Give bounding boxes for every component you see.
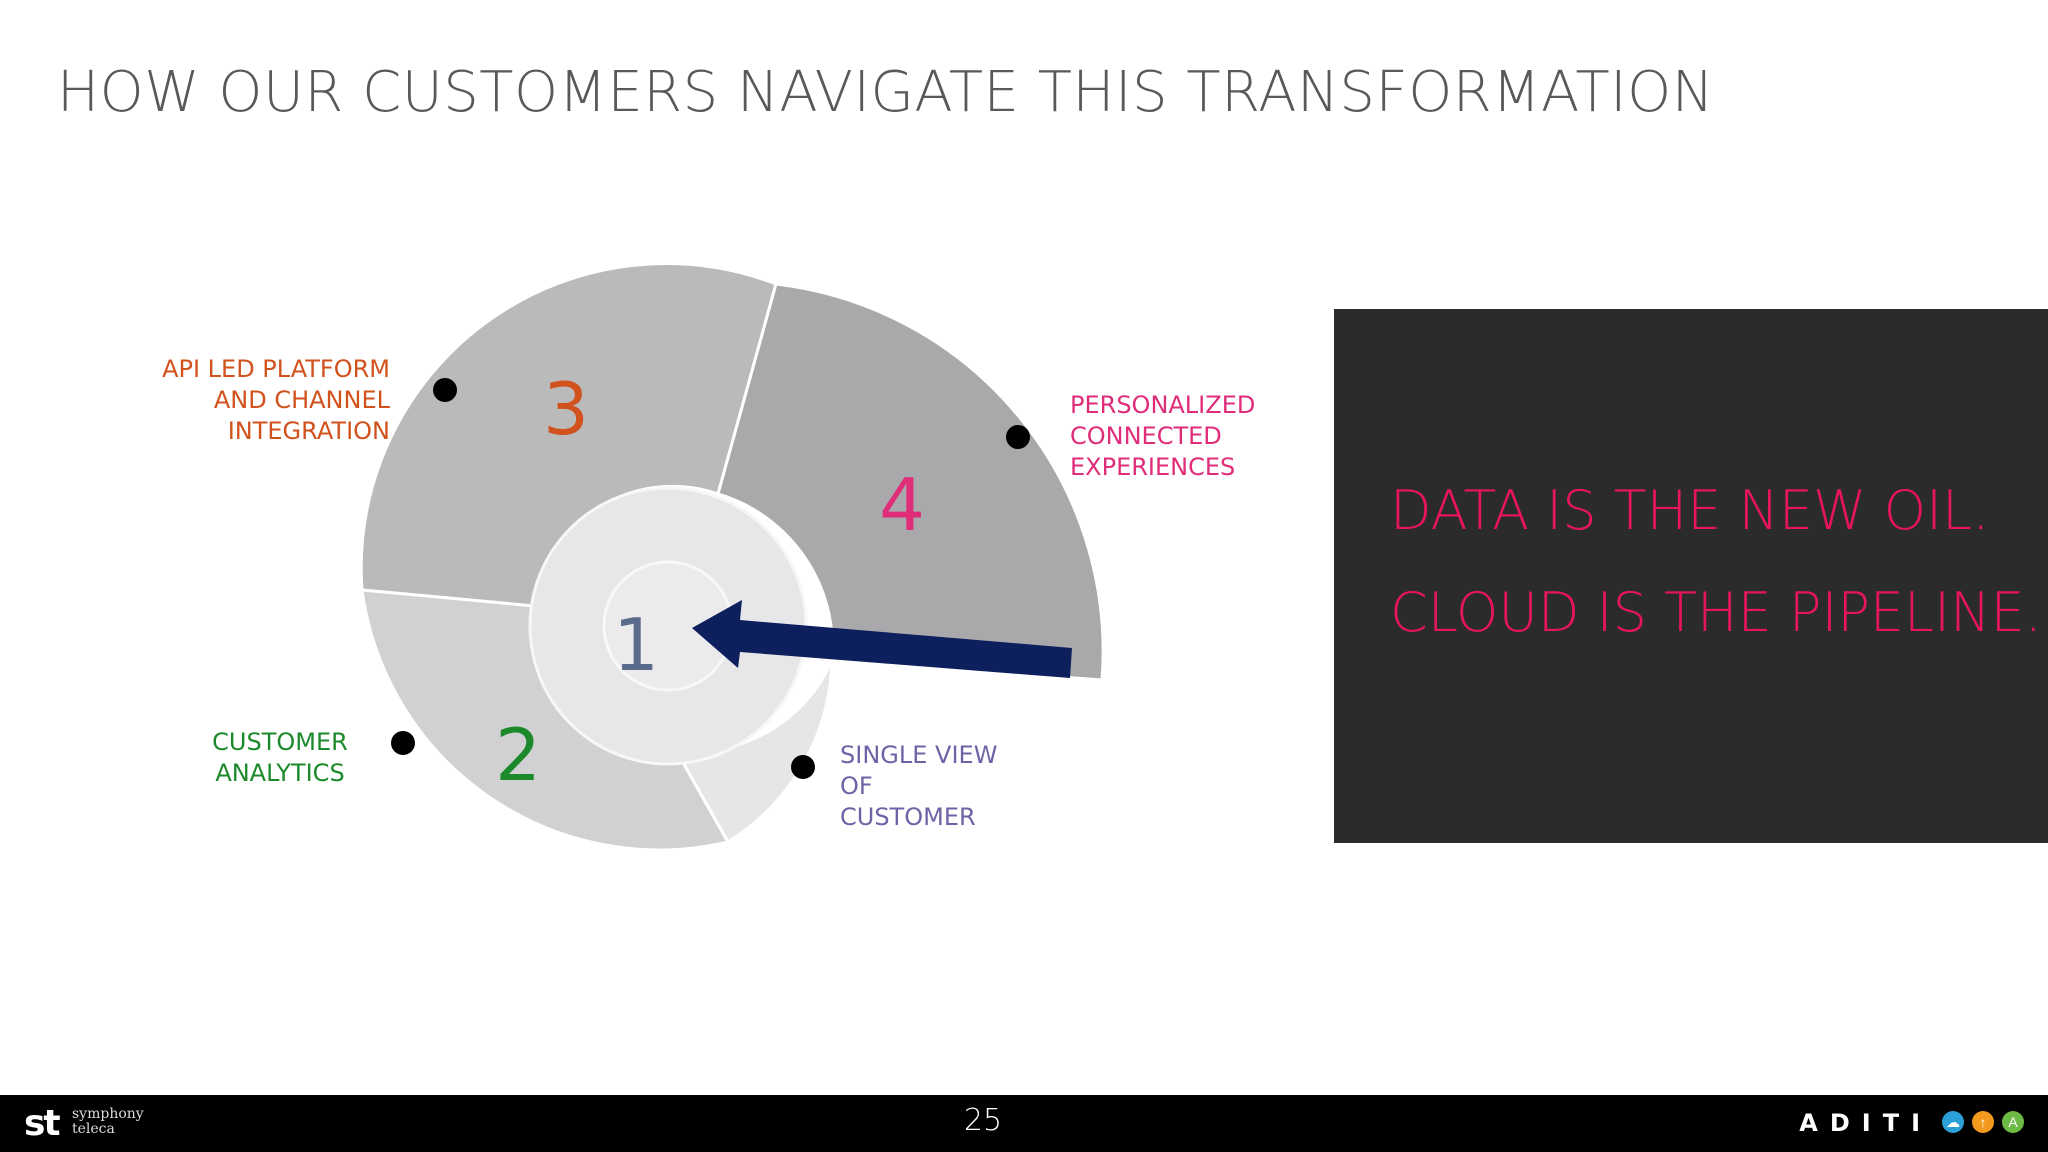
label-line: EXPERIENCES <box>1070 453 1236 481</box>
aditi-logo: ADITI ☁ ↑ A <box>1768 1107 2028 1141</box>
segment-1-number: 1 <box>613 603 659 687</box>
label-line: PERSONALIZED <box>1070 391 1256 419</box>
logo-name: symphony teleca <box>72 1107 144 1137</box>
segment-2-number: 2 <box>495 713 541 797</box>
logo-name-line: symphony <box>72 1106 144 1122</box>
label-line: INTEGRATION <box>227 417 390 445</box>
label-line: ANALYTICS <box>215 759 345 787</box>
label-line: SINGLE VIEW <box>840 741 998 769</box>
cloud-icon: ☁ <box>1942 1111 1964 1133</box>
callout-line-oil: DATA IS THE NEW OIL. <box>1390 479 1990 542</box>
footer-bar: st symphony teleca 25 ADITI ☁ ↑ A <box>0 1095 2048 1152</box>
slide-title: HOW OUR CUSTOMERS NAVIGATE THIS TRANSFOR… <box>57 60 1715 125</box>
android-icon: A <box>2002 1111 2024 1133</box>
segment-3-number: 3 <box>543 367 589 451</box>
arrow-shape <box>692 600 1072 678</box>
dot-segment-2 <box>391 731 415 755</box>
label-segment-4: PERSONALIZED CONNECTED EXPERIENCES <box>1070 390 1255 483</box>
segment-4-shape <box>716 282 1105 682</box>
dot-segment-4 <box>1006 425 1030 449</box>
upload-icon: ↑ <box>1972 1111 1994 1133</box>
label-segment-1: SINGLE VIEW OF CUSTOMER <box>840 740 997 833</box>
label-line: AND CHANNEL <box>213 386 390 414</box>
callout-line-pipeline: CLOUD IS THE PIPELINE. <box>1390 581 2042 644</box>
label-line: OF <box>840 772 873 800</box>
spiral-diagram: 3 4 2 1 <box>359 262 1105 852</box>
label-line: API LED PLATFORM <box>162 355 390 383</box>
label-segment-3: API LED PLATFORM AND CHANNEL INTEGRATION <box>150 354 390 447</box>
logo-name-line: teleca <box>72 1121 115 1137</box>
label-line: CUSTOMER <box>840 803 976 831</box>
label-line: CONNECTED <box>1070 422 1222 450</box>
logo-mark: st <box>24 1103 61 1144</box>
dot-segment-1 <box>791 755 815 779</box>
page-number: 25 <box>963 1103 1003 1138</box>
label-segment-2: CUSTOMER ANALYTICS <box>200 727 360 789</box>
label-line: CUSTOMER <box>212 728 348 756</box>
callout-box: DATA IS THE NEW OIL. CLOUD IS THE PIPELI… <box>1334 309 2048 843</box>
dot-segment-3 <box>433 378 457 402</box>
aditi-wordmark: ADITI <box>1799 1109 1932 1137</box>
segment-4-number: 4 <box>879 463 925 547</box>
